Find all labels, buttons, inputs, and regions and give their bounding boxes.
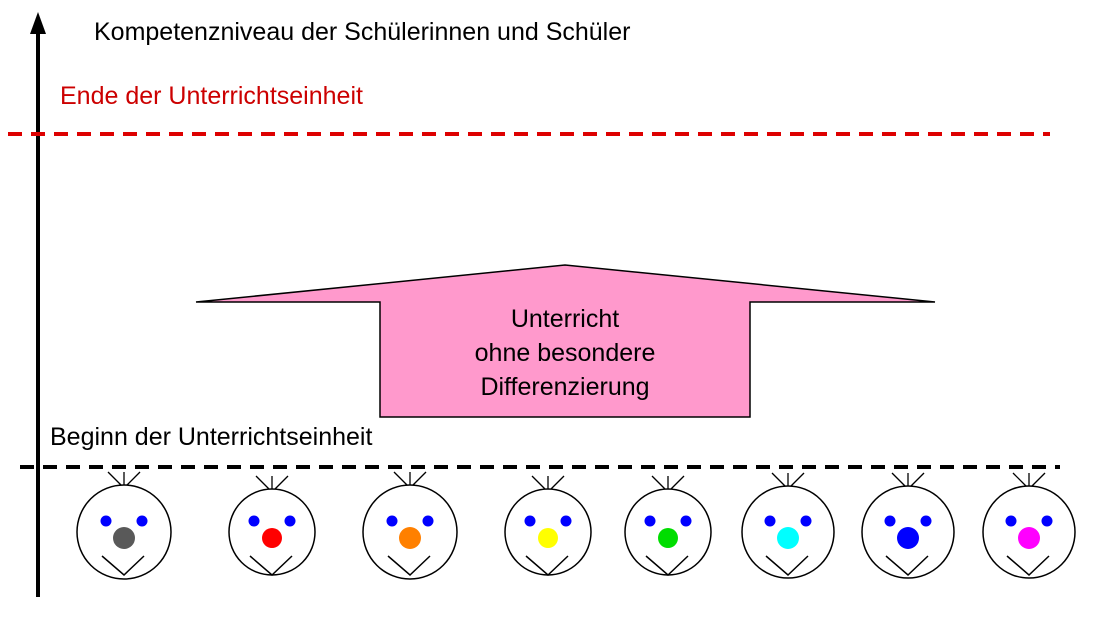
student-faces [76,471,1076,580]
nose-icon [399,527,421,549]
nose-icon [777,527,799,549]
student-face [741,472,835,579]
student-face [624,475,712,577]
nose-icon [658,528,678,548]
arrow-text-line: Unterricht [510,305,620,333]
hair-icon [1012,472,1027,487]
hair-icon [126,471,141,486]
eye-icon [560,515,572,527]
hair-icon [107,471,122,486]
hair-icon [550,475,565,490]
hair-icon [412,471,427,486]
eye-icon [884,515,896,527]
hair-icon [670,475,685,490]
mouth-icon [885,555,929,577]
eye-icon [136,515,148,527]
student-face [76,471,172,580]
y-axis-arrowhead [30,12,46,34]
mouth-icon [1006,555,1050,577]
progress-arrow [195,264,936,418]
student-face [982,472,1076,579]
hair-icon [651,475,666,490]
end-label: Ende der Unterrichtseinheit [60,82,363,110]
eye-icon [386,515,398,527]
eye-icon [920,515,932,527]
arrow-text-line: ohne besondere [474,339,656,367]
student-face [228,475,316,577]
hair-icon [771,472,786,487]
eye-icon [644,515,656,527]
eye-icon [764,515,776,527]
mouth-icon [525,555,569,577]
hair-icon [910,472,925,487]
student-face [504,475,592,577]
eye-icon [1041,515,1053,527]
nose-icon [897,527,919,549]
hair-icon [891,472,906,487]
eye-icon [680,515,692,527]
hair-icon [274,475,289,490]
mouth-icon [645,555,689,577]
eye-icon [284,515,296,527]
nose-icon [1018,527,1040,549]
hair-icon [1031,472,1046,487]
nose-icon [113,527,135,549]
axis-title: Kompetenzniveau der Schülerinnen und Sch… [94,18,631,46]
begin-label: Beginn der Unterrichtseinheit [50,423,373,451]
eye-icon [100,515,112,527]
hair-icon [790,472,805,487]
mouth-icon [249,555,293,577]
hair-icon [393,471,408,486]
student-face [362,471,458,580]
arrow-text: Unterricht ohne besondere Differenzierun… [380,302,750,404]
eye-icon [248,515,260,527]
hair-icon [531,475,546,490]
mouth-icon [387,555,431,577]
eye-icon [1005,515,1017,527]
nose-icon [538,528,558,548]
mouth-icon [101,555,145,577]
eye-icon [524,515,536,527]
arrow-text-line: Differenzierung [480,373,650,401]
eye-icon [422,515,434,527]
nose-icon [262,528,282,548]
mouth-icon [765,555,809,577]
hair-icon [255,475,270,490]
student-face [861,472,955,579]
eye-icon [800,515,812,527]
